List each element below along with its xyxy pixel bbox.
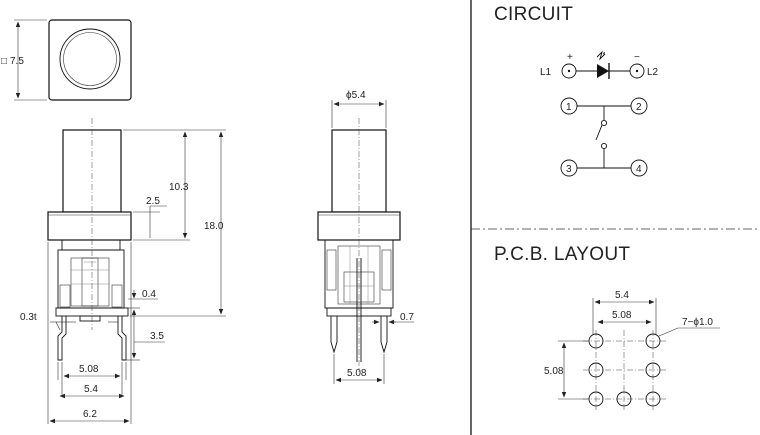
led-left-label: L1 xyxy=(540,67,552,78)
front-pitch-outer-label: 5.4 xyxy=(84,384,98,395)
total-height-label: 18.0 xyxy=(204,221,224,232)
led-anode-sign: + xyxy=(567,52,573,63)
lead-length-label: 3.5 xyxy=(150,331,164,342)
pcb-title: P.C.B. LAYOUT xyxy=(494,244,630,265)
top-size-symbol: □ xyxy=(1,56,7,67)
front-view: 10.3 2.5 18.0 0.4 3.5 0.3t xyxy=(20,118,226,424)
led-right-label: L2 xyxy=(647,67,659,78)
pin-4-label: 4 xyxy=(636,164,642,175)
pin-3-label: 3 xyxy=(566,164,572,175)
pcb-layout-section: P.C.B. LAYOUT 5.4 5.08 7−ϕ1.0 xyxy=(494,244,720,410)
top-view: □ 7.5 xyxy=(1,19,132,101)
pin-1-label: 1 xyxy=(566,102,572,113)
pin-2-label: 2 xyxy=(636,102,642,113)
front-pitch-inner-label: 5.08 xyxy=(79,364,99,375)
hole-note-label: 7−ϕ1.0 xyxy=(682,317,713,328)
circuit-section: CIRCUIT + − L1 L2 1 2 3 4 xyxy=(494,4,659,177)
side-view: ϕ5.4 0.7 5.08 xyxy=(317,90,414,384)
pcb-inner-span-label: 5.08 xyxy=(612,310,632,321)
top-size-label: 7.5 xyxy=(10,56,24,67)
lead-thickness-label: 0.3t xyxy=(20,312,37,323)
pcb-vertical-pitch-label: 5.08 xyxy=(544,366,564,377)
led-cathode-sign: − xyxy=(634,52,640,63)
cap-height-label: 10.3 xyxy=(169,182,189,193)
side-pitch-label: 5.08 xyxy=(347,368,367,379)
pcb-outer-span-label: 5.4 xyxy=(615,290,629,301)
collar-height-label: 2.5 xyxy=(146,196,160,207)
cap-diameter-label: ϕ5.4 xyxy=(346,90,366,101)
lead-width-label: 0.7 xyxy=(400,312,414,323)
front-body-width-label: 6.2 xyxy=(83,409,97,420)
section-dividers xyxy=(470,0,760,435)
gap-label: 0.4 xyxy=(142,289,156,300)
circuit-title: CIRCUIT xyxy=(494,4,573,25)
led-diode-icon xyxy=(597,64,609,78)
